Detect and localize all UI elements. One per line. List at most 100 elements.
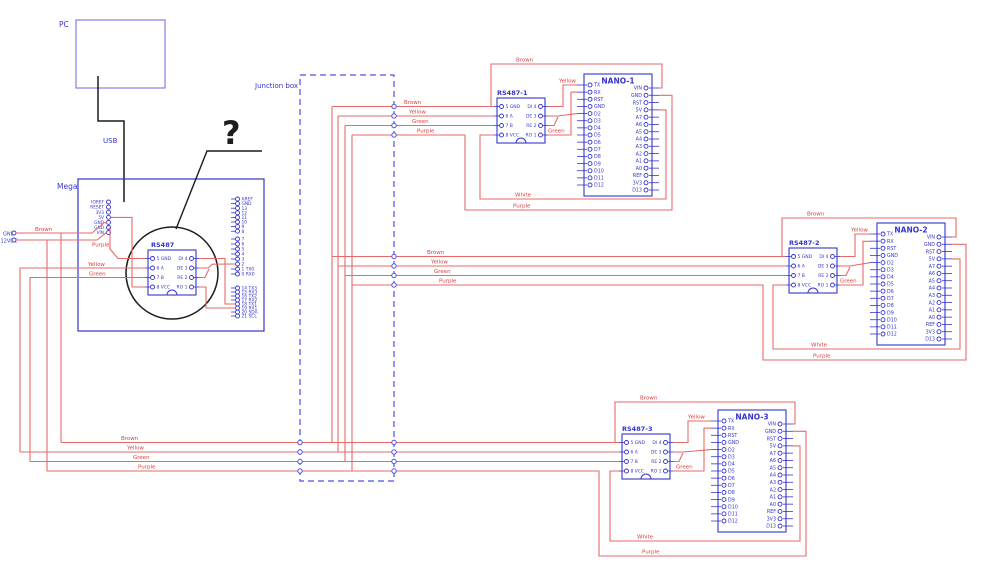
junction-node (391, 449, 397, 455)
pin-label: GND (94, 220, 105, 226)
wire-ro-rx-3 (673, 427, 711, 472)
pin-label: DE 3 (818, 264, 829, 270)
wire-re-join-3 (673, 452, 684, 463)
nano-2-title: NANO-2 (894, 226, 927, 235)
pin-label: GND (631, 93, 642, 99)
pin-label: A0 (636, 166, 642, 172)
pin-label: RO 1 (818, 283, 829, 289)
pin-label: D6 (728, 476, 735, 482)
mega-label: Mega (57, 182, 77, 191)
pin-label: D13 (925, 337, 935, 343)
pin-label: 5 (242, 247, 245, 253)
pin-label: 9 (242, 224, 245, 230)
rs487-3-title: RS487-3 (622, 425, 652, 433)
pin-label: 8 VCC (506, 133, 520, 139)
pin (880, 252, 886, 258)
generated-layer: IOREFRESET3V35VGNDGNDVINAREFGND131211109… (16, 63, 967, 557)
pin-label: GND (728, 440, 739, 446)
pin-label: A6 (636, 122, 642, 128)
junction-node (297, 458, 303, 465)
pin-label: D10 (887, 317, 897, 323)
pin-label: DI 4 (819, 254, 828, 260)
pin-label: 12 (242, 210, 248, 216)
pin (777, 494, 783, 500)
pin (235, 261, 240, 267)
pin (721, 475, 727, 481)
wire-white-loop-2 (772, 258, 961, 350)
pin-label: TX (727, 419, 735, 425)
pin (643, 85, 649, 91)
mega-box (77, 178, 265, 332)
pin-label: D4 (728, 462, 735, 468)
pin (587, 103, 593, 109)
pin-label: TX (593, 83, 601, 89)
pin (235, 293, 240, 299)
pin-label: RE 2 (177, 275, 187, 281)
pin (777, 516, 783, 522)
pin-label: 3V3 (633, 180, 642, 186)
pin (880, 295, 886, 301)
pin-label: A7 (929, 264, 935, 270)
rs487-2-title: RS487-2 (789, 239, 819, 247)
pin (643, 92, 649, 98)
pin-label: D4 (594, 126, 601, 132)
pin (880, 238, 886, 244)
pin-label: 21 SCL (242, 314, 258, 320)
pin-label: D10 (594, 168, 604, 174)
pin (777, 508, 783, 514)
nano-1-title: NANO-1 (601, 77, 634, 86)
pin (777, 421, 783, 427)
wire-re-join-2 (840, 266, 851, 277)
pin (235, 210, 240, 216)
pin (880, 231, 886, 237)
rs487-1-title: RS487-1 (497, 89, 528, 97)
pin-label: D12 (594, 183, 604, 189)
wire-label-green: Green (548, 129, 565, 135)
wire-brown-gnd-terminal (16, 221, 107, 234)
pin (587, 168, 593, 174)
wire-label-brown: Brown (121, 436, 139, 442)
wire-label-green: Green (133, 455, 150, 461)
junction-node (391, 103, 397, 110)
wire-de-d2-1 (548, 113, 578, 117)
annotation-pointer (175, 150, 262, 230)
pin-label: D11 (594, 176, 604, 182)
wire-de-d2-2 (840, 262, 871, 267)
pin-label: 6 (242, 242, 245, 248)
pin (721, 432, 727, 438)
pin (777, 479, 783, 485)
pin (777, 487, 783, 493)
pin-label: A3 (929, 293, 935, 299)
rs487-box (621, 433, 671, 480)
pin (235, 309, 240, 315)
pin (663, 440, 668, 445)
pin (643, 143, 649, 149)
pin (936, 234, 942, 240)
wire-mega-di-tx1 (199, 257, 236, 305)
pin-label: D6 (594, 140, 601, 146)
pin (235, 196, 240, 202)
pin (587, 182, 593, 188)
pin-label: A4 (636, 137, 642, 143)
pin (791, 263, 796, 269)
pin (936, 285, 942, 291)
pin (721, 497, 727, 503)
pin-label: A0 (770, 502, 776, 508)
pin-label: TX (886, 232, 894, 238)
pin (880, 245, 886, 251)
wire-purple-loop-3 (47, 430, 807, 557)
junction-node (391, 458, 397, 465)
pin-label: A7 (636, 115, 642, 121)
pin (624, 459, 629, 464)
pin-label: 5V (636, 108, 643, 114)
pin-label: D2 (728, 447, 735, 453)
pin (936, 256, 942, 262)
pin (235, 256, 240, 262)
pin (663, 468, 668, 474)
pin (721, 511, 727, 517)
pin-label: 6 A (631, 450, 639, 456)
pin-label: A7 (770, 451, 776, 457)
pin-label: 5V (929, 257, 936, 263)
wire-de-d2-3 (673, 449, 712, 453)
pin-label: RO 1 (177, 285, 188, 291)
